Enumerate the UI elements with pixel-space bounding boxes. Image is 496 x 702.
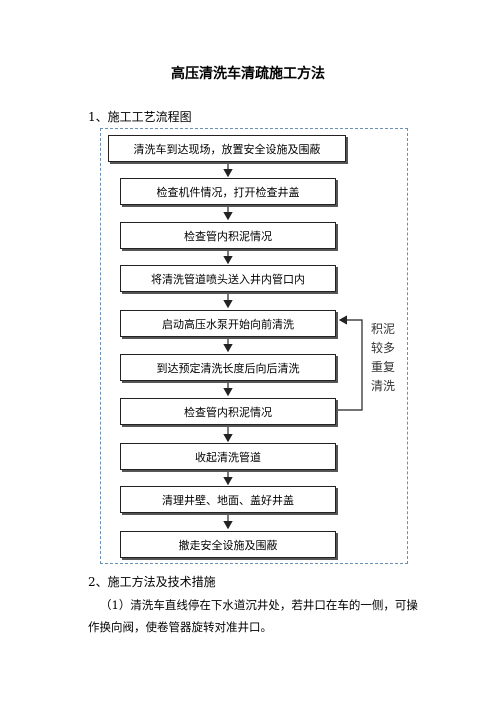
flowchart-frame xyxy=(100,128,408,564)
flow-step-6: 到达预定清洗长度后向后清洗 xyxy=(120,354,336,381)
flow-step-3: 检查管内积泥情况 xyxy=(120,222,336,249)
flow-step-10: 撤走安全设施及围蔽 xyxy=(120,531,336,558)
flow-step-8: 收起清洗管道 xyxy=(120,443,336,470)
flow-step-9: 清理井壁、地面、盖好井盖 xyxy=(120,486,336,513)
loop-back-arrow xyxy=(336,315,363,411)
loop-label: 积泥 较多 重复 清洗 xyxy=(370,322,395,393)
section-heading-methods: 2、施工方法及技术措施 xyxy=(88,575,216,589)
document-title: 高压清洗车清疏施工方法 xyxy=(171,66,325,82)
flow-step-5: 启动高压水泵开始向前清洗 xyxy=(120,310,336,337)
flow-step-2: 检查机件情况，打开检查井盖 xyxy=(120,178,336,205)
paragraph-1: （1）清洗车直线停在下水道沉井处，若井口在车的一侧，可操作换向阀，使卷管器旋转对… xyxy=(88,598,418,634)
flow-step-1: 清洗车到达现场，放置安全设施及围蔽 xyxy=(108,135,346,162)
section-heading-flowchart: 1、施工工艺流程图 xyxy=(88,110,192,124)
flow-step-4: 将清洗管道喷头送入井内管口内 xyxy=(120,265,336,292)
flow-step-7: 检查管内积泥情况 xyxy=(120,398,336,425)
